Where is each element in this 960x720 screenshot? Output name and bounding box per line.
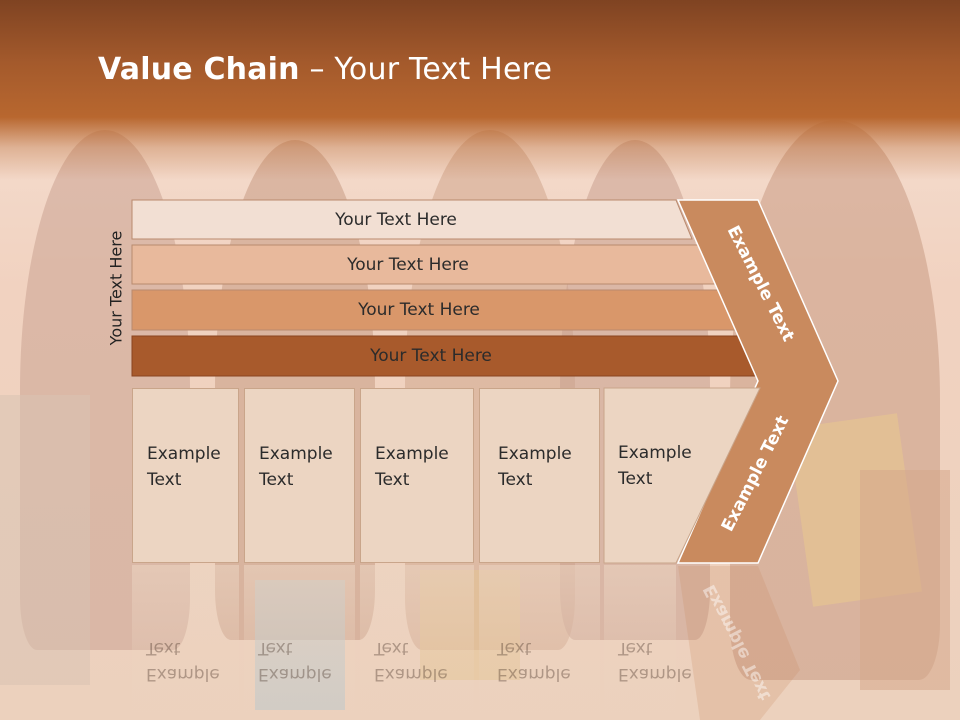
band-1: Your Text Here <box>132 200 692 240</box>
column-1-line1: Example <box>147 444 221 464</box>
band-3-label: Your Text Here <box>358 300 480 320</box>
column-2-reflection-text: Example Text <box>258 635 332 687</box>
column-reflection-5: Example Text <box>604 565 692 715</box>
column-4-reflection-text: Example Text <box>497 635 571 687</box>
title-bold: Value Chain <box>98 52 300 87</box>
column-3-line2: Text <box>375 470 410 490</box>
column-5-reflection-line2: Text <box>618 638 653 658</box>
column-2-reflection-line1: Example <box>258 664 332 684</box>
column-5-reflection-line1: Example <box>618 664 692 684</box>
column-reflection-2: Example Text <box>244 565 355 715</box>
column-1-line2: Text <box>147 470 182 490</box>
band-2-label: Your Text Here <box>347 255 469 275</box>
column-5-line2: Text <box>618 469 653 489</box>
band-1-label: Your Text Here <box>335 210 457 230</box>
column-2-line2: Text <box>259 470 294 490</box>
band-4: Your Text Here <box>132 336 762 376</box>
column-reflection-4: Example Text <box>479 565 600 715</box>
chevron-reflection <box>678 566 800 720</box>
column-reflection-3: Example Text <box>360 565 474 715</box>
band-4-label: Your Text Here <box>370 346 492 366</box>
column-4-line2: Text <box>498 470 533 490</box>
column-1-reflection-line1: Example <box>146 664 220 684</box>
box-shape-5-tip <box>603 387 761 564</box>
band-2: Your Text Here <box>132 245 716 285</box>
column-reflection-1: Example Text <box>132 565 239 715</box>
column-5-reflection-text: Example Text <box>618 635 692 687</box>
band-3: Your Text Here <box>132 290 738 330</box>
column-5-line1: Example <box>618 443 692 463</box>
column-4-reflection-line1: Example <box>497 664 571 684</box>
column-3-reflection-line1: Example <box>374 664 448 684</box>
shopping-bag-3 <box>860 470 950 690</box>
title-bar <box>0 0 960 180</box>
column-2-reflection-line2: Text <box>258 638 293 658</box>
title-rest: – Your Text Here <box>299 52 553 87</box>
column-4-reflection-line2: Text <box>497 638 532 658</box>
column-3-reflection-line2: Text <box>374 638 409 658</box>
slide-title: Value Chain – Your Text Here <box>98 52 552 87</box>
column-1-reflection-text: Example Text <box>146 635 220 687</box>
column-3-line1: Example <box>375 444 449 464</box>
shopping-bag-1 <box>0 395 90 685</box>
band-shape-1 <box>131 199 693 240</box>
column-4-line1: Example <box>498 444 572 464</box>
column-1-reflection-line2: Text <box>146 638 181 658</box>
column-3-reflection-text: Example Text <box>374 635 448 687</box>
column-2-line1: Example <box>259 444 333 464</box>
